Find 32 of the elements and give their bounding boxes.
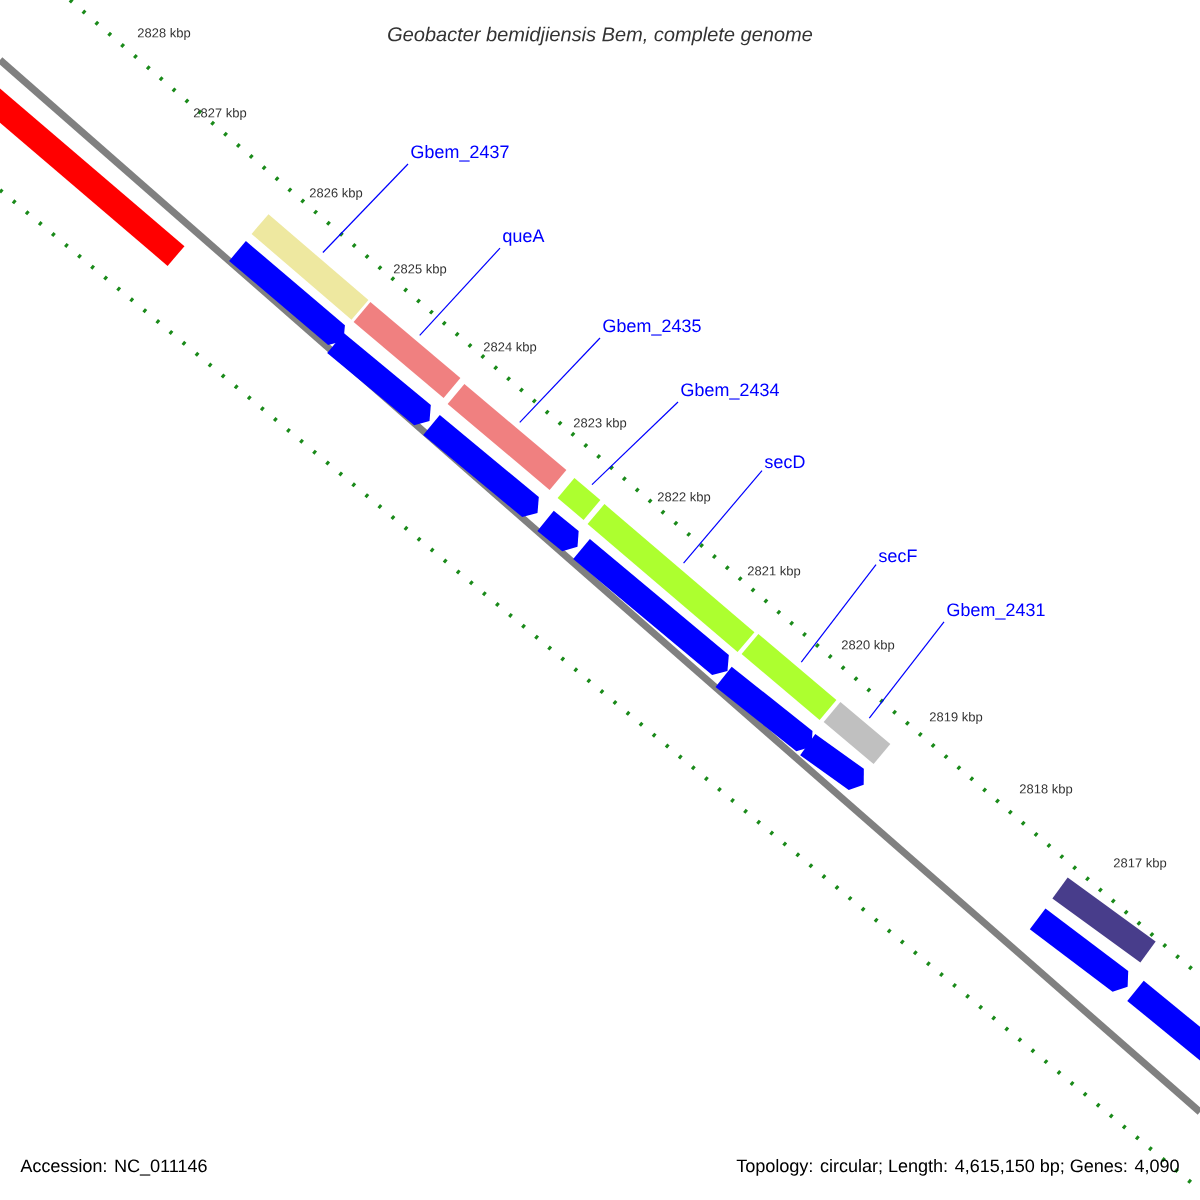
gene-name: Gbem_2431	[947, 602, 1045, 620]
leader-line	[322, 163, 409, 254]
gene-block	[800, 734, 864, 790]
gene-block	[1029, 908, 1129, 992]
gene-bar	[823, 702, 891, 764]
gene-bar	[353, 302, 461, 398]
title: Geobacter bemidjiensis Bem, complete genome	[388, 26, 813, 46]
leader-line	[591, 401, 679, 486]
gene-bar	[557, 478, 601, 520]
gene-bar	[1052, 877, 1156, 963]
gene-name: Gbem_2437	[411, 144, 509, 162]
gene-block	[715, 666, 813, 752]
genome-info-text: Topology: circular; Length: 4,615,150 bp; Genes: 4,090	[736, 1158, 1179, 1176]
gene-bar	[251, 214, 369, 320]
gene-name: secF	[878, 549, 917, 563]
leader-line	[800, 564, 877, 663]
gene-block	[327, 332, 431, 426]
leader-line	[519, 337, 601, 423]
gene-name: Gbem_2435	[603, 318, 701, 336]
gene-bar	[447, 384, 567, 490]
gene-name: Gbem_2434	[681, 382, 779, 400]
leader-line	[683, 469, 763, 564]
gene-block	[229, 241, 345, 345]
gene-name: secD	[764, 455, 805, 469]
leader-line	[419, 247, 501, 336]
accession-text: Accession: NC_011146	[20, 1158, 207, 1176]
gene-block	[423, 414, 539, 518]
gene-bar	[741, 634, 837, 720]
gene-block	[573, 539, 729, 676]
leader-line	[868, 621, 945, 719]
gene-block	[537, 510, 579, 552]
gene-name: queA	[503, 229, 545, 246]
